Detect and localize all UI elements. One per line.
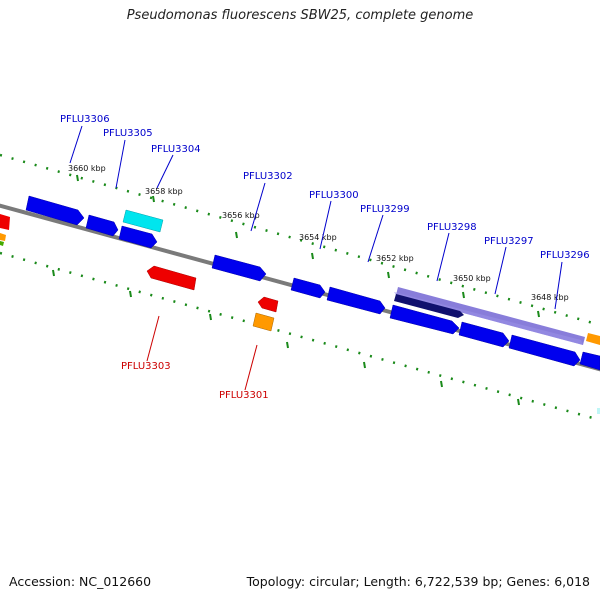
gene-label-pflu3297[interactable]: PFLU3297 <box>484 236 534 247</box>
gene-label-pflu3298[interactable]: PFLU3298 <box>427 222 477 233</box>
gene-label-pflu3296[interactable]: PFLU3296 <box>540 250 590 261</box>
gene-arrow-left-green[interactable] <box>0 241 4 246</box>
reverse-genes <box>0 214 279 332</box>
forward-genes <box>25 195 600 371</box>
kbp-label-3658: 3658 kbp <box>145 187 183 196</box>
gene-orange-right[interactable] <box>586 333 600 345</box>
gene-arrow-pflu3298[interactable] <box>389 304 460 335</box>
gene-arrow-pflu3302[interactable] <box>211 254 267 282</box>
gene-label-pflu3299[interactable]: PFLU3299 <box>360 204 410 215</box>
gene-arrow-pflu3300[interactable] <box>290 277 326 299</box>
kbp-label-3652: 3652 kbp <box>376 254 414 263</box>
inner-tick-ring <box>0 251 600 422</box>
gene-selected-region-lower[interactable] <box>394 292 583 345</box>
accession-text: Accession: NC_012660 <box>9 574 152 589</box>
gene-arrow-orange[interactable] <box>252 312 275 332</box>
gene-label-pflu3301[interactable]: PFLU3301 <box>219 390 269 401</box>
gene-arrow-pflu3305[interactable] <box>85 214 119 237</box>
gene-dark-arrow[interactable] <box>394 294 464 318</box>
kbp-label-3650: 3650 kbp <box>453 274 491 283</box>
gene-arrow-highlight-cyan[interactable] <box>122 209 164 233</box>
gene-label-pflu3306[interactable]: PFLU3306 <box>60 114 110 125</box>
gene-label-pflu3305[interactable]: PFLU3305 <box>103 128 153 139</box>
gene-arrow-pflu3304[interactable] <box>118 225 158 249</box>
kbp-label-3648: 3648 kbp <box>531 293 569 302</box>
gene-arrow-pflu3297[interactable] <box>458 321 510 348</box>
kbp-label-3660: 3660 kbp <box>68 164 106 173</box>
map-title: Pseudomonas fluorescens SBW25, complete … <box>126 8 474 23</box>
inner-major-ticks <box>52 269 520 406</box>
gene-arrow-left-orange[interactable] <box>0 233 6 241</box>
gene-label-pflu3304[interactable]: PFLU3304 <box>151 144 201 155</box>
kbp-label-3654: 3654 kbp <box>299 233 337 242</box>
gene-label-pflu3302[interactable]: PFLU3302 <box>243 171 293 182</box>
gene-arrow-pflu3296[interactable] <box>508 334 581 367</box>
gene-label-pflu3303[interactable]: PFLU3303 <box>121 361 171 372</box>
partial-marker-right <box>597 408 600 414</box>
gene-arrow-pflu3299[interactable] <box>326 286 386 315</box>
gene-arrow-partial-right[interactable] <box>579 351 600 371</box>
outer-major-ticks <box>76 174 540 318</box>
gene-arrow-pflu3301[interactable] <box>257 296 279 313</box>
genome-summary-text: Topology: circular; Length: 6,722,539 bp… <box>246 574 590 589</box>
kbp-label-3656: 3656 kbp <box>222 211 260 220</box>
gene-arrow-pflu3303[interactable] <box>146 265 197 291</box>
gene-arrow-left-red[interactable] <box>0 214 10 230</box>
gene-label-pflu3300[interactable]: PFLU3300 <box>309 190 359 201</box>
gene-arrow-pflu3306[interactable] <box>25 195 85 226</box>
label-connectors <box>69 125 563 391</box>
